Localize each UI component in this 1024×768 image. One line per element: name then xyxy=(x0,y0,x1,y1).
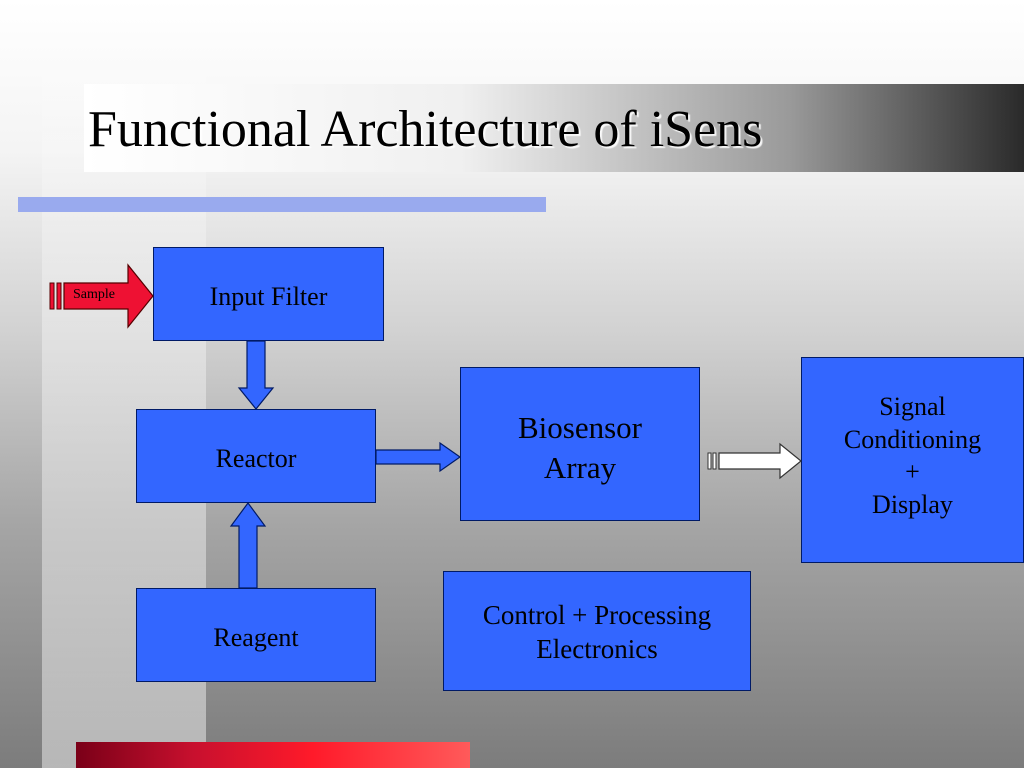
biosensor-array-label: Biosensor Array xyxy=(518,410,642,485)
reactor-box: Reactor xyxy=(136,409,376,503)
sample-label: Sample xyxy=(73,287,115,302)
signal-conditioning-box: Signal Conditioning + Display xyxy=(801,357,1024,563)
reagent-box: Reagent xyxy=(136,588,376,682)
reactor-label: Reactor xyxy=(215,444,297,473)
reagent-label: Reagent xyxy=(213,623,299,652)
input-filter-box: Input Filter xyxy=(153,247,384,341)
title-underline-rule xyxy=(18,197,546,212)
control-processing-box: Control + Processing Electronics xyxy=(443,571,751,691)
biosensor-array-box: Biosensor Array xyxy=(460,367,700,521)
title-band xyxy=(84,84,1024,172)
input-filter-label: Input Filter xyxy=(209,282,328,311)
control-processing-label: Control + Processing Electronics xyxy=(482,600,712,665)
arrow-input-to-reactor xyxy=(237,340,275,410)
arrow-reagent-to-reactor xyxy=(229,501,267,589)
arrow-reactor-to-biosensor xyxy=(375,441,462,473)
slide-title: Functional Architecture of iSens xyxy=(88,101,763,158)
bottom-accent-bar xyxy=(76,742,470,768)
signal-conditioning-label: Signal Conditioning + Display xyxy=(843,392,982,519)
arrow-biosensor-to-signal xyxy=(707,442,802,480)
